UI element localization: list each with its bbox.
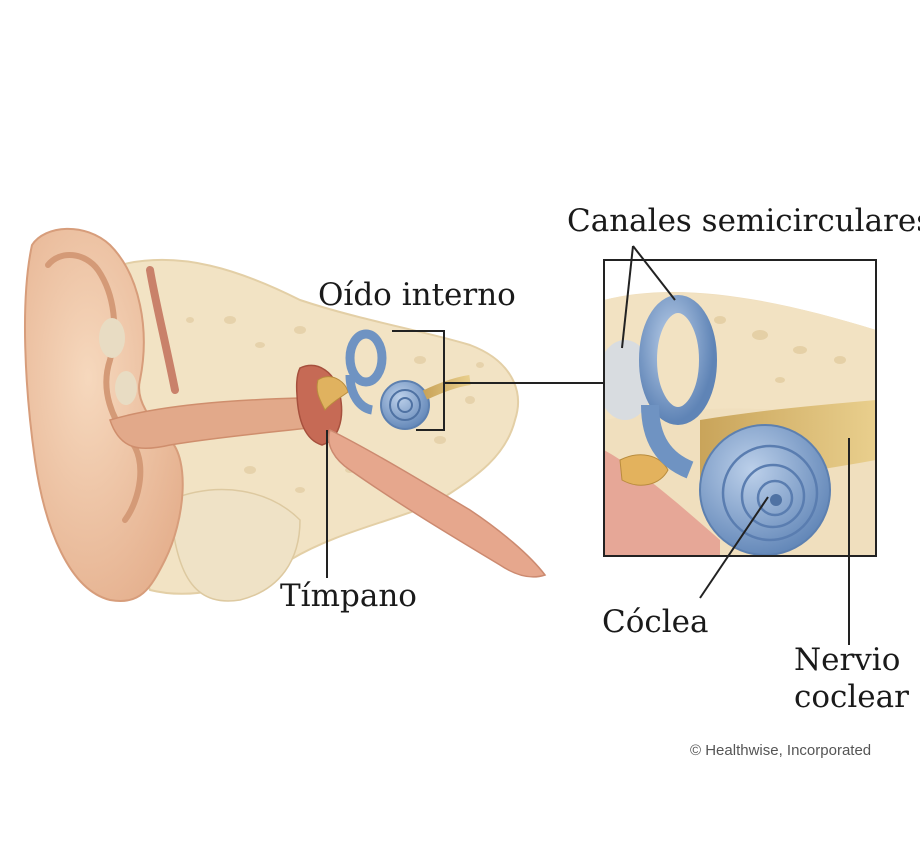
concha-highlight bbox=[115, 371, 137, 405]
concha-highlight bbox=[99, 318, 125, 358]
cochlea-shape bbox=[699, 424, 831, 556]
label-canales-semicirculares: Canales semicirculares bbox=[567, 203, 920, 239]
vessel bbox=[146, 266, 179, 394]
label-oido-interno: Oído interno bbox=[318, 277, 516, 313]
pinna-fold bbox=[45, 251, 144, 523]
coclea-pointer bbox=[699, 496, 769, 599]
pinna bbox=[23, 227, 184, 602]
semicircular-canal bbox=[639, 295, 717, 425]
canales-pointer-2 bbox=[632, 245, 676, 301]
inset-view bbox=[604, 260, 876, 556]
label-coclea: Cóclea bbox=[602, 604, 709, 640]
ossicles bbox=[316, 376, 349, 411]
lower-tissue bbox=[169, 488, 301, 602]
inset-frame bbox=[603, 259, 877, 557]
inner-ear-small bbox=[345, 329, 471, 430]
canales-pointer-1 bbox=[621, 245, 634, 349]
label-nervio-coclear-line2: coclear bbox=[794, 679, 909, 715]
label-nervio-coclear-line1: Nervio bbox=[794, 642, 901, 678]
copyright-credit: © Healthwise, Incorporated bbox=[690, 742, 872, 759]
label-timpano: Tímpano bbox=[280, 578, 417, 614]
eustachian-tube bbox=[328, 428, 547, 578]
inner-ear-bracket bbox=[392, 330, 445, 431]
